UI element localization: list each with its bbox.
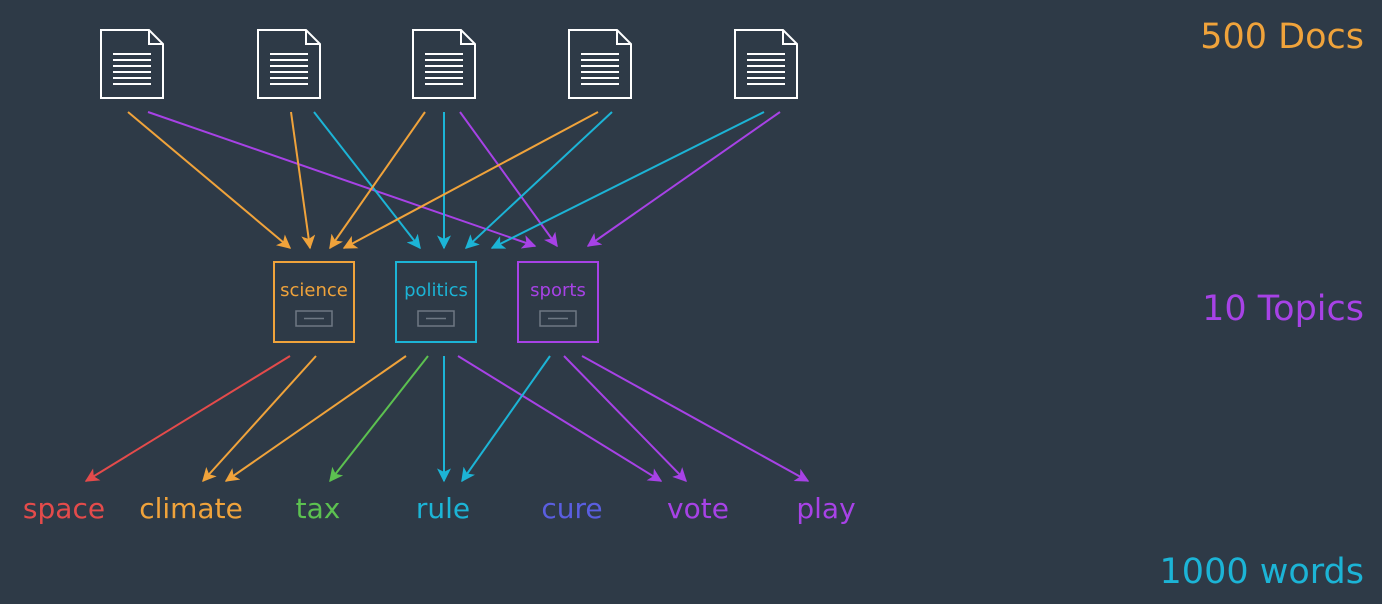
edge-sports-to-vote xyxy=(563,355,687,483)
doc-topic-edges xyxy=(127,111,781,250)
slot-icon xyxy=(539,310,577,327)
word-cure: cure xyxy=(541,492,602,525)
edge-politics-to-climate xyxy=(224,355,407,482)
word-play: play xyxy=(796,492,855,525)
docs-count-label: 500 Docs xyxy=(1200,17,1364,57)
words-row: space climate tax rule cure vote play xyxy=(23,492,856,525)
edge-sports-to-play xyxy=(581,355,810,482)
edge-politics-to-tax xyxy=(329,355,429,483)
edge-doc-1-to-sports xyxy=(147,111,537,249)
edge-doc-2-to-science xyxy=(290,111,316,250)
edge-doc-1-to-science xyxy=(127,111,292,249)
topic-science-label: science xyxy=(280,280,348,301)
edge-doc-2-to-politics xyxy=(313,111,421,250)
document-icon xyxy=(100,29,164,99)
topic-science: science xyxy=(273,261,355,343)
slot-icon xyxy=(417,310,455,327)
word-vote: vote xyxy=(667,492,729,525)
documents-row xyxy=(100,29,798,99)
edge-doc-5-to-politics xyxy=(490,111,765,249)
topic-sports-label: sports xyxy=(530,280,586,301)
words-count-label: 1000 words xyxy=(1159,552,1364,592)
topic-politics: politics xyxy=(395,261,477,343)
slot-icon xyxy=(295,310,333,327)
document-icon xyxy=(412,29,476,99)
edge-science-to-climate xyxy=(202,355,317,483)
topic-sports: sports xyxy=(517,261,599,343)
word-space: space xyxy=(23,492,105,525)
word-rule: rule xyxy=(416,492,470,525)
edge-doc-5-to-sports xyxy=(586,111,781,247)
topics-count-label: 10 Topics xyxy=(1202,289,1364,329)
document-icon xyxy=(734,29,798,99)
edge-doc-3-to-science xyxy=(329,111,426,250)
topic-politics-label: politics xyxy=(404,280,468,301)
word-tax: tax xyxy=(296,492,341,525)
document-icon xyxy=(568,29,632,99)
edge-science-to-space xyxy=(84,355,291,482)
edge-doc-4-to-politics xyxy=(464,111,613,249)
edge-sports-to-rule xyxy=(461,355,551,483)
edge-doc-4-to-science xyxy=(342,111,599,249)
document-icon xyxy=(257,29,321,99)
edge-politics-to-vote xyxy=(457,355,663,482)
topics-row: science politics sports xyxy=(273,261,599,343)
topic-word-edges xyxy=(84,355,810,483)
word-climate: climate xyxy=(139,492,243,525)
